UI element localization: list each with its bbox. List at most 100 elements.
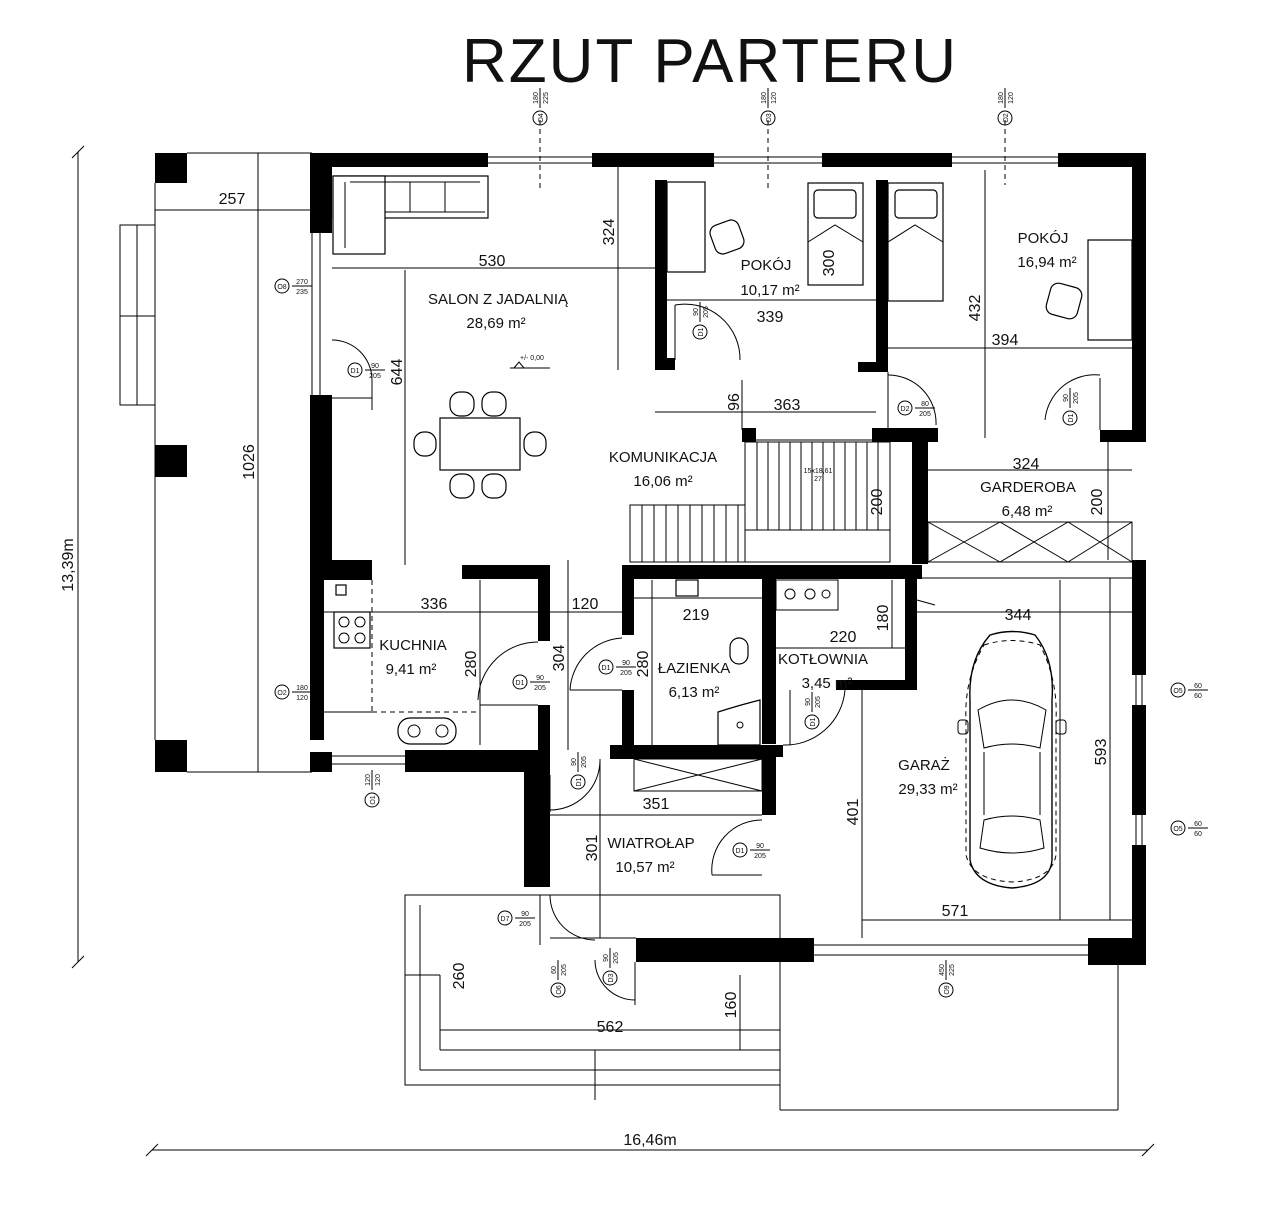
bed-right: [887, 182, 944, 302]
dim-96: 96: [726, 393, 743, 411]
walls: [310, 153, 1146, 965]
tag-size: 205: [613, 952, 620, 964]
room-area-salon: 28,69 m²: [466, 315, 525, 332]
tag-code: D1: [351, 368, 360, 375]
dim-257: 257: [219, 191, 246, 208]
tag-code: O2: [277, 690, 286, 697]
furniture: [332, 175, 1133, 889]
dim-344: 344: [1005, 607, 1032, 624]
tag-size: 205: [919, 411, 931, 418]
room-name-pokoj1: POKÓJ: [741, 257, 792, 274]
room-area-garaz: 29,33 m²: [898, 781, 957, 798]
dim-571: 571: [942, 903, 969, 920]
tag-code: O9: [944, 985, 951, 994]
room-area-pokoj1: 10,17 m²: [740, 282, 799, 299]
tag-code: D1: [698, 327, 705, 336]
dim-280b: 280: [635, 651, 652, 678]
tag-size: 120: [296, 695, 308, 702]
tag-size: 205: [519, 921, 531, 928]
tag-size: 205: [369, 373, 381, 380]
tag-code: O2: [1003, 113, 1010, 122]
stairs-label: 15x18,61: [804, 468, 833, 475]
tag-size: 205: [1073, 392, 1080, 404]
room-area-wiatrolap: 10,57 m²: [615, 859, 674, 876]
dim-260: 260: [451, 963, 468, 990]
room-labels: SALON Z JADALNIĄ 28,69 m² POKÓJ 10,17 m²…: [379, 230, 1076, 876]
sofa: [332, 175, 489, 255]
tag-code: O1: [370, 795, 377, 804]
tag-size: 235: [296, 289, 308, 296]
tag-size: 60: [1194, 693, 1202, 700]
tag-size: 60: [551, 966, 558, 974]
tag-size: 60: [1194, 683, 1202, 690]
dim-324a: 324: [601, 219, 618, 246]
dim-363: 363: [774, 397, 801, 414]
tag-size: 90: [603, 954, 610, 962]
tag-size: 205: [534, 685, 546, 692]
dim-120: 120: [572, 596, 599, 613]
tag-code: D1: [810, 717, 817, 726]
interior-lines: [324, 120, 1133, 1111]
chair-left: [709, 219, 745, 255]
room-name-wiatrolap: WIATROŁAP: [607, 835, 694, 852]
room-name-komunikacja: KOMUNIKACJA: [609, 449, 717, 466]
tag-size: 225: [543, 92, 550, 104]
room-name-lazienka: ŁAZIENKA: [658, 660, 731, 677]
dim-644: 644: [389, 359, 406, 386]
tag-size: 205: [620, 670, 632, 677]
dining-table: [413, 391, 547, 499]
chair-right: [1045, 282, 1083, 320]
tag-size: 90: [756, 843, 764, 850]
car: [957, 630, 1067, 889]
tag-size: 180: [998, 92, 1005, 104]
page-title: RZUT PARTERU: [462, 27, 958, 96]
dim-593: 593: [1093, 739, 1110, 766]
dim-1026: 1026: [241, 444, 258, 480]
dim-530: 530: [479, 253, 506, 270]
tag-size: 90: [693, 308, 700, 316]
room-area-kuchnia: 9,41 m²: [386, 661, 437, 678]
tag-code: D3: [608, 973, 615, 982]
tag-size: 120: [771, 92, 778, 104]
dim-160: 160: [723, 992, 740, 1019]
dim-301: 301: [584, 835, 601, 862]
dim-324b: 324: [1013, 456, 1040, 473]
dim-180: 180: [875, 605, 892, 632]
tag-code: D1: [516, 680, 525, 687]
tag-size: 90: [1063, 394, 1070, 402]
room-name-pokoj2: POKÓJ: [1018, 230, 1069, 247]
svg-text:27: 27: [814, 476, 822, 483]
dim-220: 220: [830, 629, 857, 646]
room-name-kuchnia: KUCHNIA: [379, 637, 447, 654]
stove: [333, 611, 371, 649]
staircase: 15x18,61 27: [629, 441, 891, 563]
level-mark: +/- 0,00: [520, 355, 544, 362]
tag-size: 205: [703, 306, 710, 318]
dim-336: 336: [421, 596, 448, 613]
tag-code: D1: [602, 665, 611, 672]
tag-size: 80: [921, 401, 929, 408]
dim-200a: 200: [869, 489, 886, 516]
dim-200b: 200: [1089, 489, 1106, 516]
door-swings: [331, 303, 1101, 1005]
dim-394: 394: [992, 332, 1019, 349]
tag-size: 180: [533, 92, 540, 104]
dim-219: 219: [683, 607, 710, 624]
left-terrace: 257 1026: [119, 152, 312, 773]
tag-code: D2: [901, 406, 910, 413]
tag-size: 120: [375, 774, 382, 786]
dimension-labels: 530 324 300 339 432 394 644 96 363 324 2…: [389, 219, 1110, 1036]
